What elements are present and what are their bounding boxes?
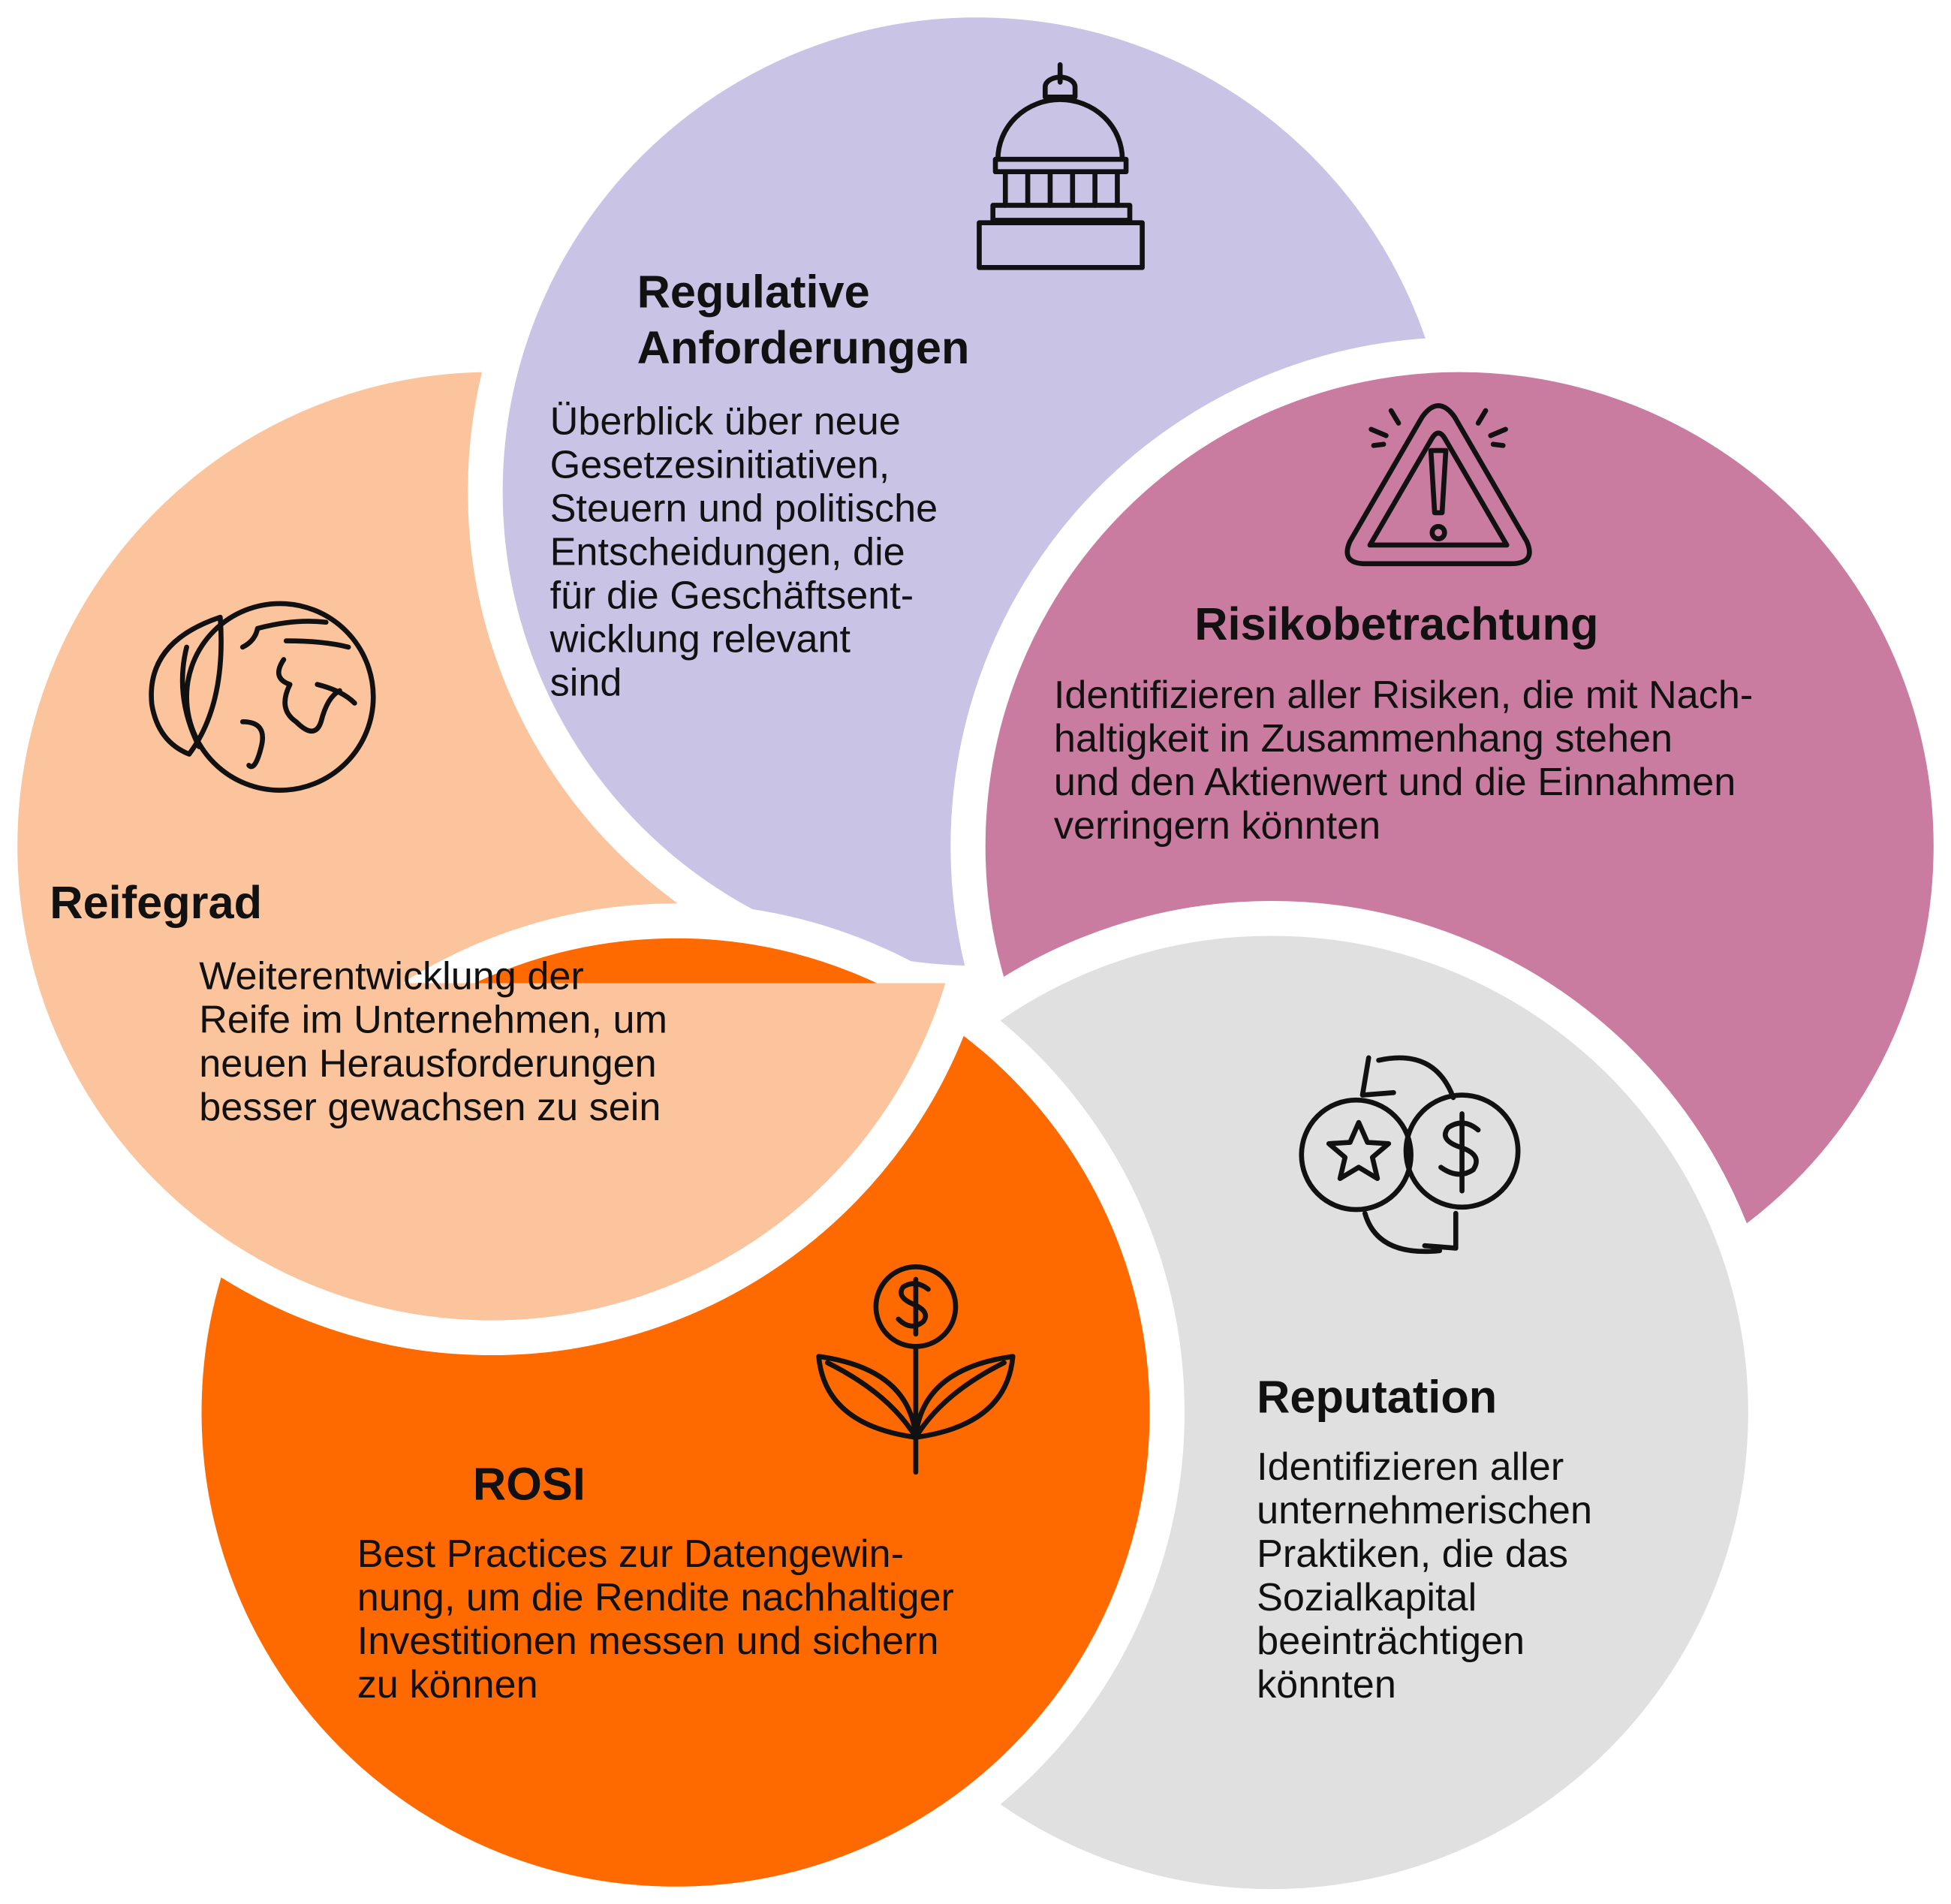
reifegrad-title: Reifegrad: [50, 876, 262, 928]
segment-reifegrad: Reifegrad Weiterentwicklung der Reife im…: [50, 876, 678, 1129]
capitol-building-icon: [977, 62, 1145, 270]
money-plant-icon: [816, 1264, 1016, 1475]
globe-leaf-icon: [149, 601, 376, 793]
risiko-description: Identifizieren aller Risiken, die mit Na…: [1054, 673, 1764, 848]
segment-reputation: Reputation Identifizieren aller unterneh…: [1257, 1370, 1603, 1707]
circle-reifegrad-overlap: [1, 983, 982, 1355]
reifegrad-description: Weiterentwicklung der Reife im Unternehm…: [199, 955, 678, 1129]
risiko-title: Risikobetrachtung: [1194, 598, 1598, 649]
reputation-title: Reputation: [1257, 1370, 1497, 1422]
segment-risiko: Risikobetrachtung Identifizieren aller R…: [1054, 598, 1764, 848]
coin-exchange-icon: [1299, 1055, 1521, 1255]
reputation-description: Identifizieren aller unternehmerischen P…: [1257, 1445, 1603, 1707]
warning-triangle-icon: [1344, 403, 1532, 567]
rosi-title: ROSI: [473, 1457, 586, 1509]
rosi-description: Best Practices zur Datengewin- nung, um …: [357, 1532, 965, 1707]
regulative-description: Überblick über neue Gesetzesinitiativen,…: [549, 399, 949, 704]
segment-rosi: ROSI Best Practices zur Datengewin- nung…: [357, 1457, 965, 1707]
